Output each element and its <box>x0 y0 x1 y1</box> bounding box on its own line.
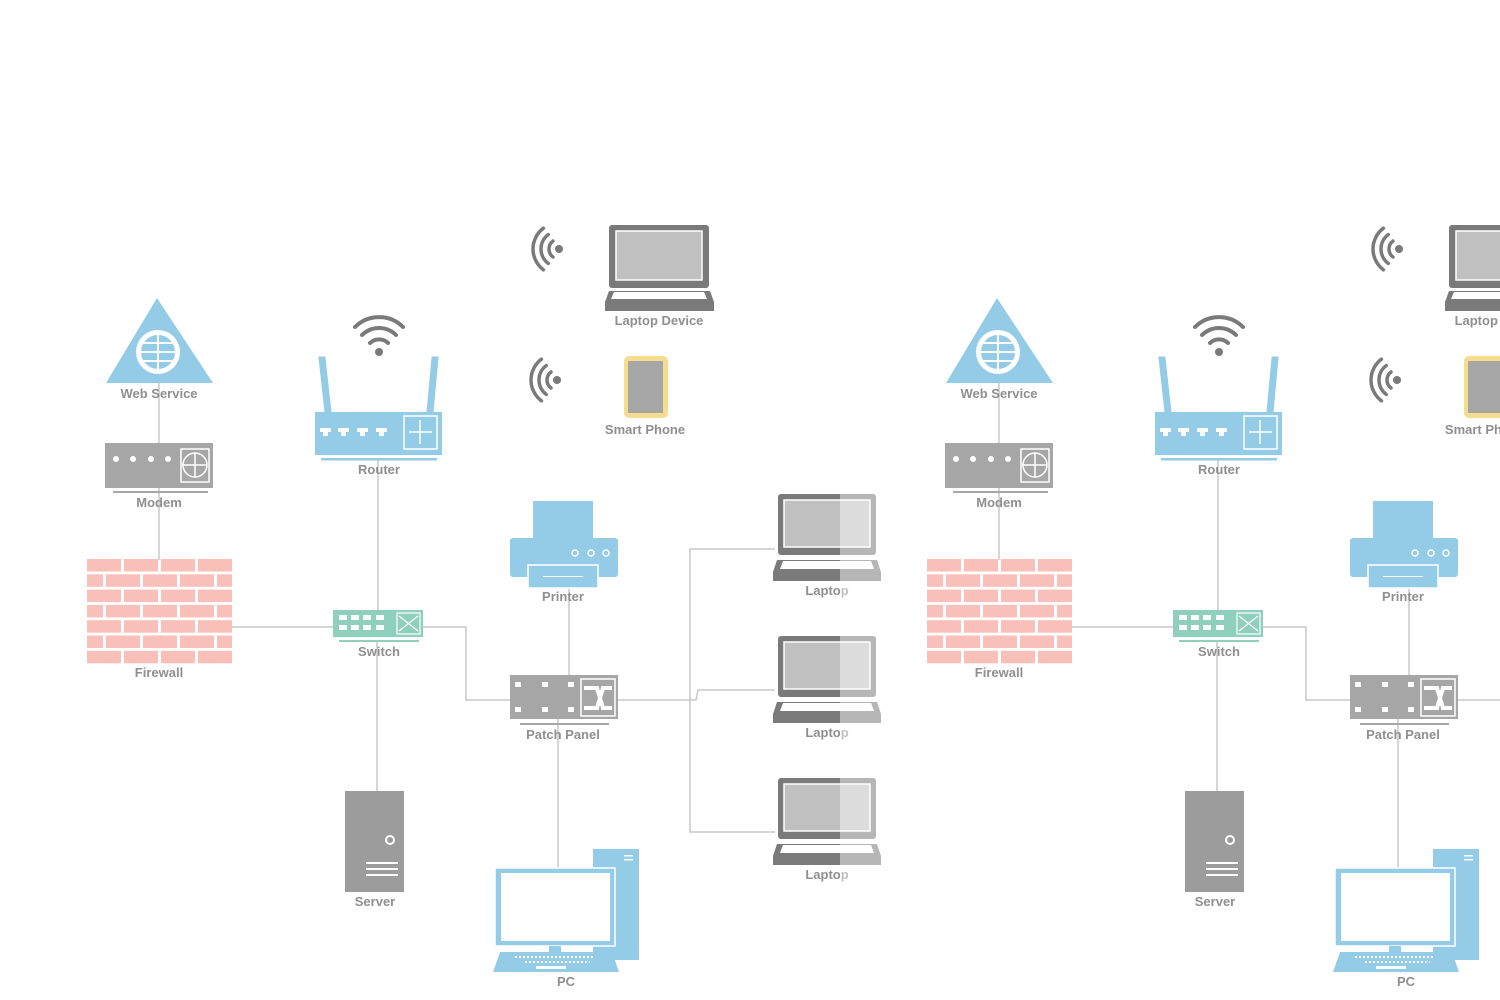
laptop-device-node: Laptop Device <box>605 225 714 328</box>
server-node: Server <box>1185 791 1244 909</box>
laptop-fade-overlay <box>840 490 885 890</box>
laptop-device-icon <box>605 225 714 311</box>
switch-node: Switch <box>1173 610 1263 659</box>
web-service-icon <box>106 298 213 383</box>
server-node: Server <box>345 791 404 909</box>
printer-node: Printer <box>510 501 618 604</box>
router-node: Router <box>1155 315 1282 477</box>
smart-phone-label: Smart Phone <box>1445 422 1500 437</box>
smart-phone-node: Smart Phone <box>1445 356 1500 437</box>
switch-label: Switch <box>358 644 400 659</box>
web-service-label: Web Service <box>120 386 197 401</box>
laptop-icon <box>773 494 881 581</box>
wifi-icon <box>1193 315 1245 356</box>
patch-panel-icon <box>1350 675 1458 725</box>
laptop-node: Laptop <box>773 494 881 598</box>
wireless-signal-icon <box>529 357 561 403</box>
connector-line <box>423 626 510 701</box>
firewall-node: Firewall <box>87 559 232 680</box>
server-label: Server <box>1195 894 1235 909</box>
modem-label: Modem <box>136 495 182 510</box>
printer-label: Printer <box>1382 589 1424 604</box>
server-icon <box>345 791 404 892</box>
patch-panel-icon <box>510 675 618 725</box>
pc-label: PC <box>1397 974 1416 989</box>
laptop-label: Laptop <box>805 867 848 882</box>
server-label: Server <box>355 894 395 909</box>
web-service-icon <box>946 298 1053 383</box>
switch-icon <box>1173 610 1263 642</box>
wifi-icon <box>353 315 405 356</box>
laptop-device-label: Laptop Device <box>1455 313 1500 328</box>
laptop-device-label: Laptop Device <box>615 313 704 328</box>
switch-label: Switch <box>1198 644 1240 659</box>
patch-panel-label: Patch Panel <box>1366 727 1440 742</box>
smart-phone-label: Smart Phone <box>605 422 685 437</box>
modem-icon <box>105 443 213 493</box>
patch-panel-node: Patch Panel <box>510 675 618 742</box>
laptop-icon <box>773 636 881 723</box>
laptop-device-icon <box>1445 225 1500 311</box>
printer-icon <box>510 501 618 589</box>
wireless-signal-icon <box>531 226 563 272</box>
router-label: Router <box>1198 462 1240 477</box>
laptop-node: Laptop <box>773 636 881 740</box>
modem-icon <box>945 443 1053 493</box>
laptop-label: Laptop <box>805 583 848 598</box>
wireless-signal-icon <box>1371 226 1403 272</box>
pc-icon <box>493 849 639 972</box>
switch-node: Switch <box>333 610 423 659</box>
printer-node: Printer <box>1350 501 1458 604</box>
smart-phone-node: Smart Phone <box>605 356 685 437</box>
printer-label: Printer <box>542 589 584 604</box>
patch-panel-node: Patch Panel <box>1350 675 1458 742</box>
web-service-node: Web Service <box>946 298 1053 401</box>
laptop-node: Laptop <box>773 778 881 882</box>
firewall-brick-icon <box>87 559 232 664</box>
router-icon <box>1155 356 1282 461</box>
switch-icon <box>333 610 423 642</box>
firewall-node: Firewall <box>927 559 1072 680</box>
server-icon <box>1185 791 1244 892</box>
modem-node: Modem <box>105 443 213 510</box>
pc-node: PC <box>1333 849 1479 989</box>
smart-phone-icon <box>1464 356 1500 418</box>
pc-icon <box>1333 849 1479 972</box>
modem-node: Modem <box>945 443 1053 510</box>
pc-node: PC <box>493 849 639 989</box>
router-icon <box>315 356 442 461</box>
printer-icon <box>1350 501 1458 589</box>
firewall-brick-icon <box>927 559 1072 664</box>
connector-line <box>690 689 775 701</box>
web-service-label: Web Service <box>960 386 1037 401</box>
wireless-signal-icon <box>1369 357 1401 403</box>
firewall-label: Firewall <box>975 665 1023 680</box>
connector-line <box>689 548 775 833</box>
smart-phone-icon <box>624 356 668 418</box>
connector-line <box>1263 626 1350 701</box>
patch-panel-label: Patch Panel <box>526 727 600 742</box>
laptop-label: Laptop <box>805 725 848 740</box>
firewall-label: Firewall <box>135 665 183 680</box>
pc-label: PC <box>557 974 576 989</box>
laptop-icon <box>773 778 881 865</box>
web-service-node: Web Service <box>106 298 213 401</box>
modem-label: Modem <box>976 495 1022 510</box>
router-label: Router <box>358 462 400 477</box>
laptop-device-node: Laptop Device <box>1445 225 1500 328</box>
router-node: Router <box>315 315 442 477</box>
